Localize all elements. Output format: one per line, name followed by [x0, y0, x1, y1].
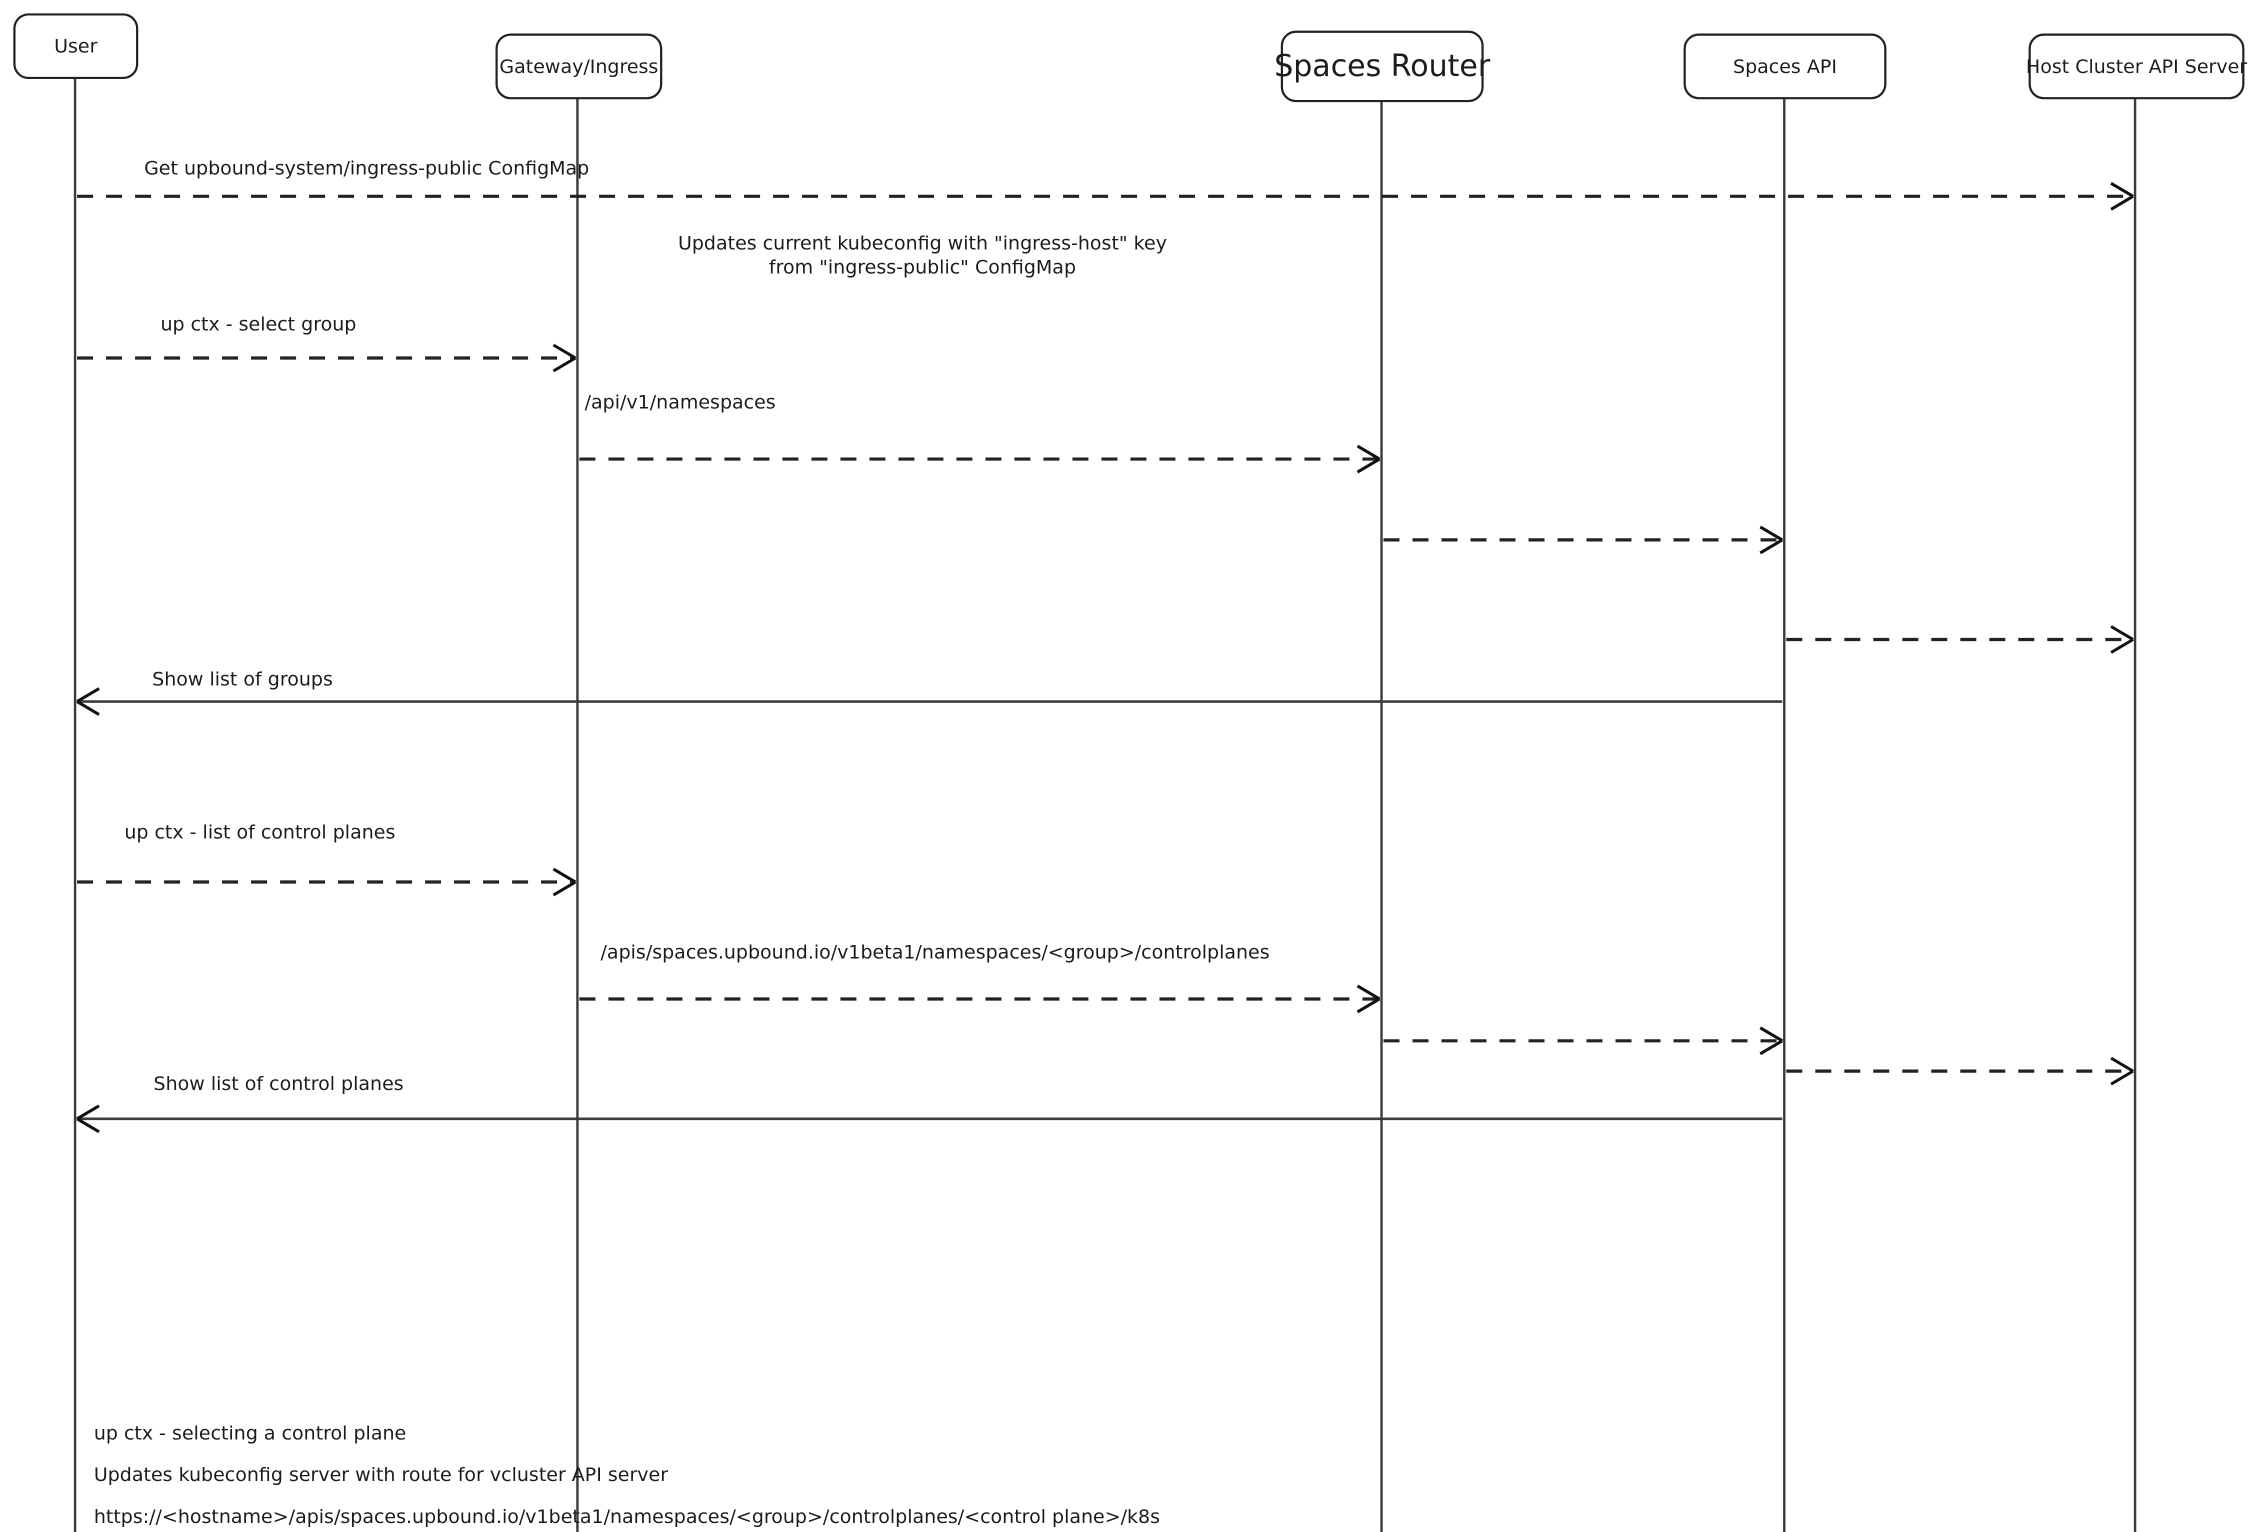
arrowhead-m1	[2110, 182, 2134, 211]
message-label-m8: /apis/spaces.upbound.io/v1beta1/namespac…	[601, 942, 1270, 964]
message-label-m1: Get upbound-system/ingress-public Config…	[144, 158, 589, 180]
message-label-m2: up ctx - select group	[160, 314, 356, 336]
message-labels-layer: Get upbound-system/ingress-public Config…	[124, 158, 1269, 1095]
arrowhead-m8	[1356, 984, 1381, 1014]
actor-box-host_api[interactable]	[2028, 33, 2245, 100]
message-label-m11: Show list of control planes	[154, 1073, 404, 1095]
message-label-m6: Show list of groups	[152, 669, 333, 691]
arrowhead-m11	[76, 1104, 100, 1134]
footer-note-fn1: up ctx - selecting a control plane	[94, 1422, 406, 1444]
footer-note-fn3: https://<hostname>/apis/spaces.upbound.i…	[94, 1506, 1160, 1528]
messages-layer	[76, 182, 2134, 1134]
note-text-note1: from "ingress-public" ConfigMap	[769, 257, 1076, 279]
message-label-m7: up ctx - list of control planes	[124, 822, 395, 844]
message-label-m3: /api/v1/namespaces	[585, 392, 776, 414]
actor-box-user[interactable]	[13, 13, 139, 80]
arrowhead-m9	[1759, 1026, 1784, 1056]
arrowhead-m10	[2110, 1056, 2134, 1086]
note-text-note1: Updates current kubeconfig with "ingress…	[678, 233, 1167, 255]
actor-label-spaces_api: Spaces API	[1733, 56, 1837, 78]
footer-note-fn2: Updates kubeconfig server with route for…	[94, 1464, 668, 1486]
actor-label-gateway: Gateway/Ingress	[499, 56, 658, 78]
lifelines-layer	[73, 77, 2137, 1532]
actor-label-host_api: Host Cluster API Server	[2026, 56, 2247, 78]
arrowhead-m2	[552, 343, 577, 373]
actor-box-spaces_api[interactable]	[1683, 33, 1887, 100]
arrowhead-m3	[1356, 444, 1381, 474]
arrowhead-m6	[76, 687, 100, 716]
arrowhead-m7	[552, 867, 577, 897]
actor-box-router[interactable]	[1280, 30, 1484, 103]
footer-notes-layer: up ctx - selecting a control planeUpdate…	[94, 1422, 1160, 1528]
arrowhead-m4	[1759, 525, 1784, 555]
actor-box-gateway[interactable]	[495, 33, 663, 100]
arrowhead-m5	[2110, 625, 2134, 654]
actor-label-user: User	[54, 36, 97, 58]
actor-label-router: Spaces Router	[1274, 49, 1491, 84]
